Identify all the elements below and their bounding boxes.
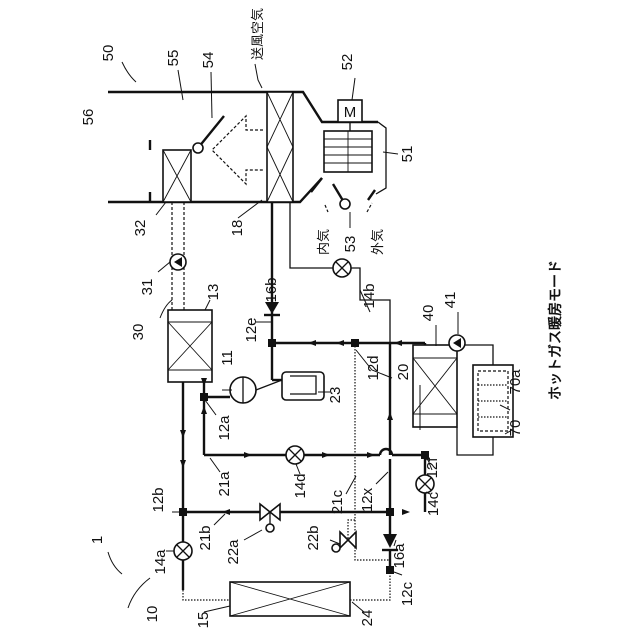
blower-fan — [324, 131, 372, 172]
ref-14c: 14c — [425, 491, 442, 516]
ref-56: 56 — [80, 109, 97, 126]
airflow-arrow — [212, 116, 263, 184]
outdoor-heat-exchanger — [230, 582, 350, 616]
mode-title: ホットガス暖房モード — [547, 260, 564, 400]
ref-51: 51 — [399, 146, 416, 163]
ref-12c: 12c — [399, 581, 416, 606]
ref-41: 41 — [442, 292, 459, 309]
ref-40: 40 — [420, 305, 437, 322]
ref-14d: 14d — [292, 473, 309, 498]
ref-16a: 16a — [391, 543, 408, 569]
ref-55: 55 — [165, 50, 182, 67]
air-label: 送風空気 — [250, 8, 266, 60]
blower-motor: M — [338, 100, 362, 131]
check-valve-16b — [264, 302, 280, 315]
expansion-valve-14d — [286, 446, 304, 464]
accumulator — [282, 372, 324, 400]
ref-24: 24 — [359, 610, 376, 627]
ref-12e: 12e — [243, 317, 260, 342]
ref-12d: 12d — [365, 355, 382, 380]
ref-16b: 16b — [263, 277, 280, 302]
ref-21c: 21c — [329, 489, 346, 514]
ref-21a: 21a — [216, 471, 233, 497]
ref-13: 13 — [205, 284, 222, 301]
ref-22b: 22b — [305, 525, 322, 550]
ref-14b: 14b — [361, 283, 378, 308]
ref-50: 50 — [100, 45, 117, 62]
heater-core — [163, 150, 191, 202]
water-condenser — [168, 310, 212, 382]
ref-15: 15 — [195, 612, 212, 629]
ref-54: 54 — [200, 52, 217, 69]
ref-14a: 14a — [152, 549, 169, 575]
ref-22a: 22a — [225, 539, 242, 565]
expansion-valve-14a — [174, 542, 192, 560]
pump-41 — [449, 335, 465, 351]
motor-letter: M — [344, 104, 357, 121]
ref-53: 53 — [342, 236, 359, 253]
ref-52: 52 — [339, 54, 356, 71]
ref-1: 1 — [89, 536, 106, 544]
ref-12f: 12f — [424, 457, 441, 479]
ref-70: 70 — [507, 420, 524, 437]
ref-12a: 12a — [216, 415, 233, 441]
line-21c — [348, 343, 355, 540]
inside-air-label: 内気 — [316, 229, 332, 255]
ref-10: 10 — [144, 606, 161, 623]
evaporator — [267, 92, 293, 202]
ref-21b: 21b — [197, 525, 214, 550]
ref-32: 32 — [132, 220, 149, 237]
ref-12b: 12b — [150, 487, 167, 512]
intake-door — [311, 178, 375, 212]
ref-23: 23 — [327, 387, 344, 404]
ref-11: 11 — [219, 350, 236, 366]
air-mix-door — [193, 116, 224, 153]
ref-18: 18 — [229, 220, 246, 237]
ref-30: 30 — [130, 324, 147, 341]
outside-air-label: 外気 — [370, 229, 386, 255]
pump-31 — [170, 254, 186, 270]
on-off-valve-22a — [260, 504, 280, 532]
expansion-valve-14b — [333, 259, 351, 277]
ref-12x: 12x — [359, 487, 376, 512]
ref-31: 31 — [139, 279, 156, 296]
ref-20: 20 — [395, 364, 412, 381]
ref-70a: 70a — [507, 369, 524, 395]
